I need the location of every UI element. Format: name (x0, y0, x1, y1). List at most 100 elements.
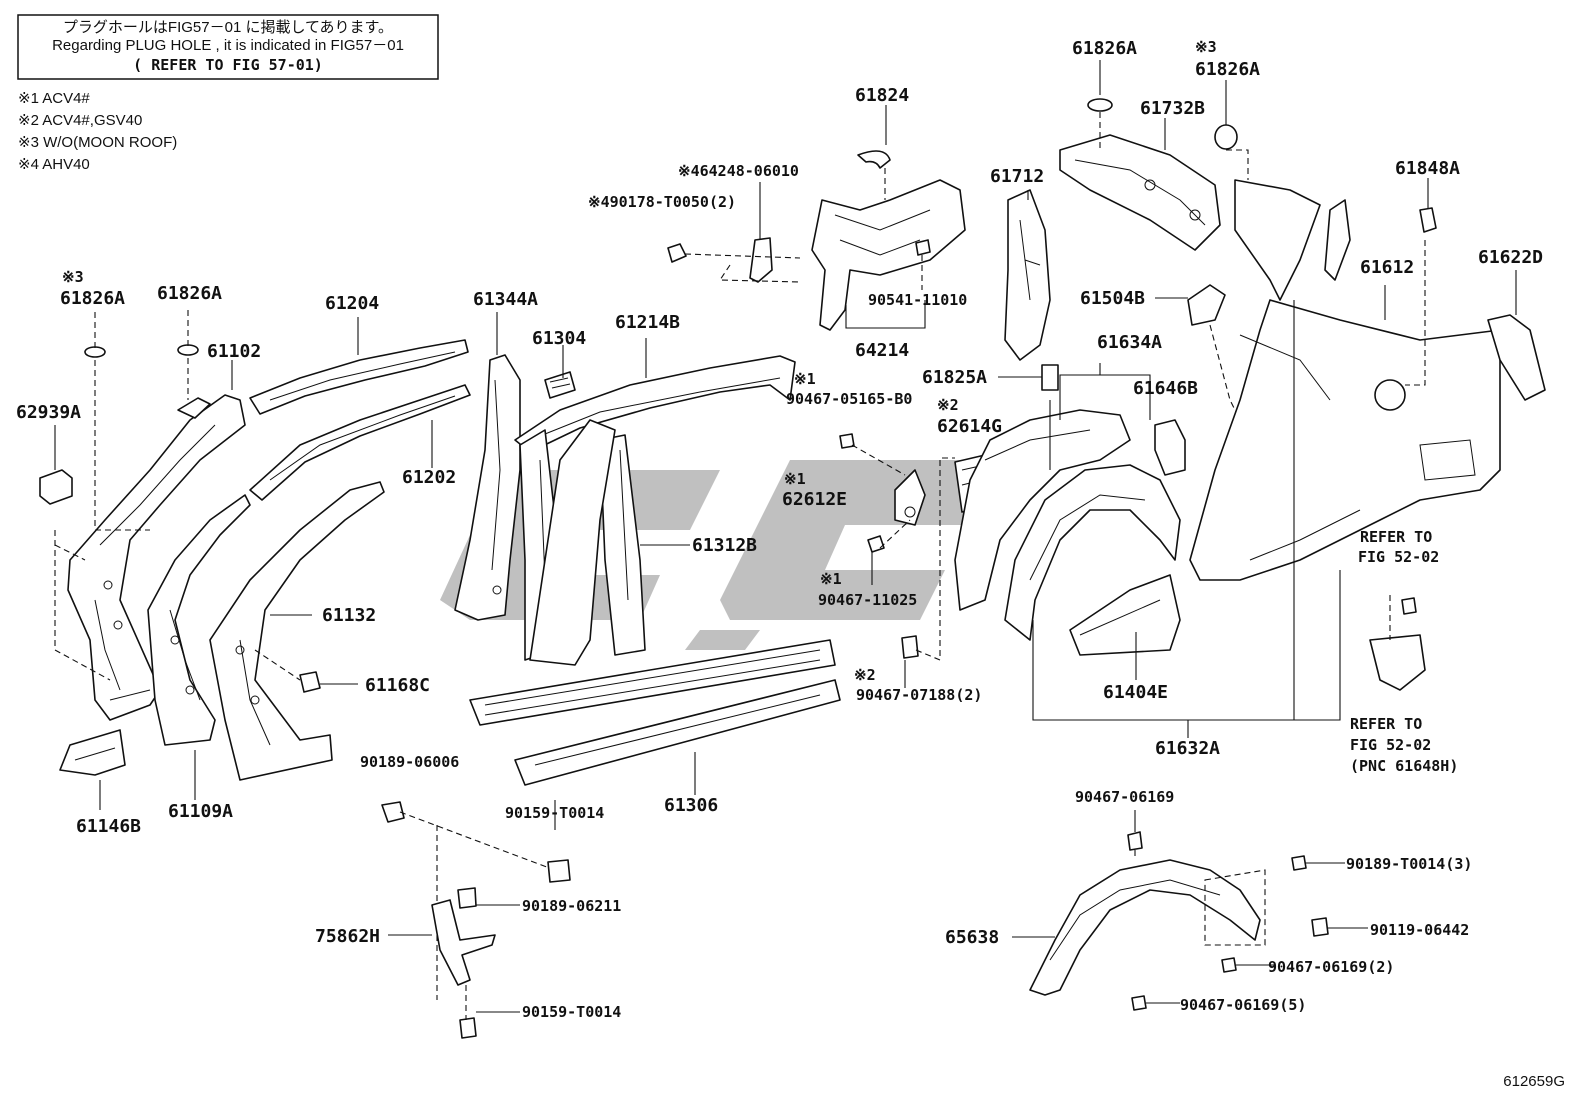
clip-90467-11025 (867, 535, 885, 553)
front-pillar-group (39, 339, 471, 781)
label-90178-T0050: ※490178-T0050(2) (588, 193, 736, 211)
label-90189-T0014: 90189-T0014(3) (1346, 855, 1472, 873)
part-61646B (1154, 419, 1186, 476)
part-61825A (1041, 364, 1059, 391)
label-61826A: 61826A (60, 288, 125, 309)
legend-item: ※4 AHV40 (18, 156, 90, 173)
label-61646B: 61646B (1133, 378, 1198, 399)
refer-note: REFER TO (1360, 528, 1432, 546)
label-61312B: 61312B (692, 535, 757, 556)
part-62939A (39, 469, 73, 505)
notice-line-3: ( REFER TO FIG 57-01) (133, 56, 323, 74)
part-62612E (894, 469, 926, 526)
figure-id: 612659G (1503, 1073, 1565, 1090)
label-61168C: 61168C (365, 675, 430, 696)
part-61312B (529, 419, 616, 666)
label-61504B: 61504B (1080, 288, 1145, 309)
label-62939A: 62939A (16, 402, 81, 423)
label-90159-T0014: 90159-T0014 (522, 1003, 621, 1021)
part-61132 (209, 481, 385, 781)
part-61214B (514, 355, 796, 453)
center-pillar-group (454, 354, 841, 786)
label-90467-11025: 90467-11025 (818, 591, 917, 609)
note-mark-1: ※1 (784, 470, 806, 488)
label-61632A: 61632A (1155, 738, 1220, 759)
label-90119-06442: 90119-06442 (1370, 921, 1469, 939)
label-61344A: 61344A (473, 289, 538, 310)
label-61848A: 61848A (1395, 158, 1460, 179)
note-mark-1: ※1 (820, 570, 842, 588)
part-61612 (1189, 299, 1501, 581)
label-61304: 61304 (532, 328, 586, 349)
label-90189-06211: 90189-06211 (522, 897, 621, 915)
part-61344A (454, 354, 521, 621)
part-64248 (749, 237, 773, 283)
part-61168C (299, 671, 321, 693)
label-61404E: 61404E (1103, 682, 1168, 703)
part-61504B (1187, 284, 1226, 326)
labels: ※3 61826A 61826A 61102 62939A 61204 6120… (16, 38, 1565, 1090)
part-61712 (1004, 189, 1051, 361)
label-61824: 61824 (855, 85, 909, 106)
notice-line-2: Regarding PLUG HOLE , it is indicated in… (52, 37, 404, 54)
label-61634A: 61634A (1097, 332, 1162, 353)
label-61202: 61202 (402, 467, 456, 488)
part-61304 (544, 371, 576, 399)
label-61109A: 61109A (168, 801, 233, 822)
part-90178 (667, 243, 687, 263)
leaders-center (496, 312, 696, 830)
label-61825A: 61825A (922, 367, 987, 388)
notice-line-1: プラグホールはFIG57－01 に掲載してあります。 (63, 19, 393, 36)
part-61634A (954, 409, 1131, 611)
fastener-90189-06006 (381, 801, 405, 823)
label-62612E: 62612E (782, 489, 847, 510)
note-mark-2: ※2 (854, 666, 876, 684)
label-90541-11010: 90541-11010 (868, 291, 967, 309)
label-90467-05165-B0: 90467-05165-B0 (786, 390, 912, 408)
label-65638: 65638 (945, 927, 999, 948)
clip-90467-05165 (839, 433, 855, 449)
refer-note: REFER TO (1350, 715, 1422, 733)
label-64214: 64214 (855, 340, 909, 361)
label-61132: 61132 (322, 605, 376, 626)
label-61102: 61102 (207, 341, 261, 362)
label-61732B: 61732B (1140, 98, 1205, 119)
label-64248-06010: ※464248-06010 (678, 162, 799, 180)
part-64214 (811, 179, 966, 331)
leaders-left (54, 310, 433, 810)
label-61622D: 61622D (1478, 247, 1543, 268)
label-61826A: 61826A (157, 283, 222, 304)
part-61102 (67, 394, 246, 721)
label-61146B: 61146B (76, 816, 141, 837)
label-75862H: 75862H (315, 926, 380, 947)
quarter-panel-group (954, 60, 1546, 738)
label-90159-T0014: 90159-T0014 (505, 804, 604, 822)
clip-90467-07188 (901, 635, 919, 659)
bolt-90159-T0014 (547, 859, 571, 883)
label-90467-06169: 90467-06169 (1075, 788, 1174, 806)
refer-note: FIG 52-02 (1350, 736, 1431, 754)
label-62614G: 62614G (937, 416, 1002, 437)
refer-note: FIG 52-02 (1358, 548, 1439, 566)
notice-box: プラグホールはFIG57－01 に掲載してあります。 Regarding PLU… (17, 14, 439, 80)
part-65638 (1029, 859, 1261, 996)
label-61214B: 61214B (615, 312, 680, 333)
refer-note: (PNC 61648H) (1350, 757, 1458, 775)
label-61204: 61204 (325, 293, 379, 314)
part-61306 (469, 639, 836, 726)
legend-item: ※1 ACV4# (18, 90, 90, 107)
note-mark-3: ※3 (1195, 38, 1217, 56)
bolt-90159-T0014-b (459, 1017, 477, 1039)
part-61109A (147, 494, 251, 746)
label-90467-06169: 90467-06169(5) (1180, 996, 1306, 1014)
part-61202 (249, 384, 471, 501)
legend-item: ※3 W/O(MOON ROOF) (18, 134, 177, 151)
label-61826A: 61826A (1072, 38, 1137, 59)
liner-65638-group (1012, 810, 1368, 1011)
part-61204 (249, 339, 469, 415)
label-90189-06006: 90189-06006 (360, 753, 459, 771)
apron-64214-group (667, 105, 966, 331)
note-mark-2: ※2 (937, 396, 959, 414)
clip-90189-06211 (457, 887, 477, 909)
